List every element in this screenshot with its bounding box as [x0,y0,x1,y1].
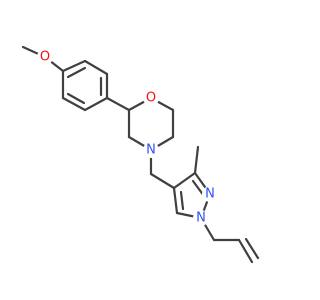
bond-ch-ch2-inner [244,237,260,260]
morpholine-nitrogen-label: N [146,143,156,158]
bond-ch-ch2 [237,238,254,264]
ring-oxygen-label: O [146,91,156,106]
bond-c4-c3p [172,171,197,190]
bond-ar1-ar2-inner [66,66,87,79]
atom-ring-oxygen: O [143,90,159,106]
pyrazole-n2-label: N [205,187,215,202]
atom-methoxy-oxygen: O [37,49,53,65]
bond-ar4-ar5 [83,96,109,112]
bond-ar5-ar6-inner [66,92,86,105]
bond-c5p-c4-inner [179,190,185,211]
atom-pyrazole-n2: N [202,186,218,202]
pyrazole-n1-label: N [196,211,206,226]
bond-ar1-ar2 [61,59,87,73]
bond-c3p-methyl [193,145,200,175]
methoxy-oxygen-label: O [40,50,50,65]
bond-ar2-ar3 [83,59,109,76]
atom-pyrazole-n1: N [193,210,209,226]
molecule-structure: O O N N N [21,45,260,264]
atom-label-layer: O O N N N [37,49,218,226]
atom-morpholine-nitrogen: N [143,142,159,158]
bond-layer [21,45,260,264]
bond-ar5-ar6 [61,96,87,112]
bond-aryl-c2 [105,96,131,112]
bond-ch2-c4 [149,172,176,190]
bond-c5p-c4 [172,186,179,215]
